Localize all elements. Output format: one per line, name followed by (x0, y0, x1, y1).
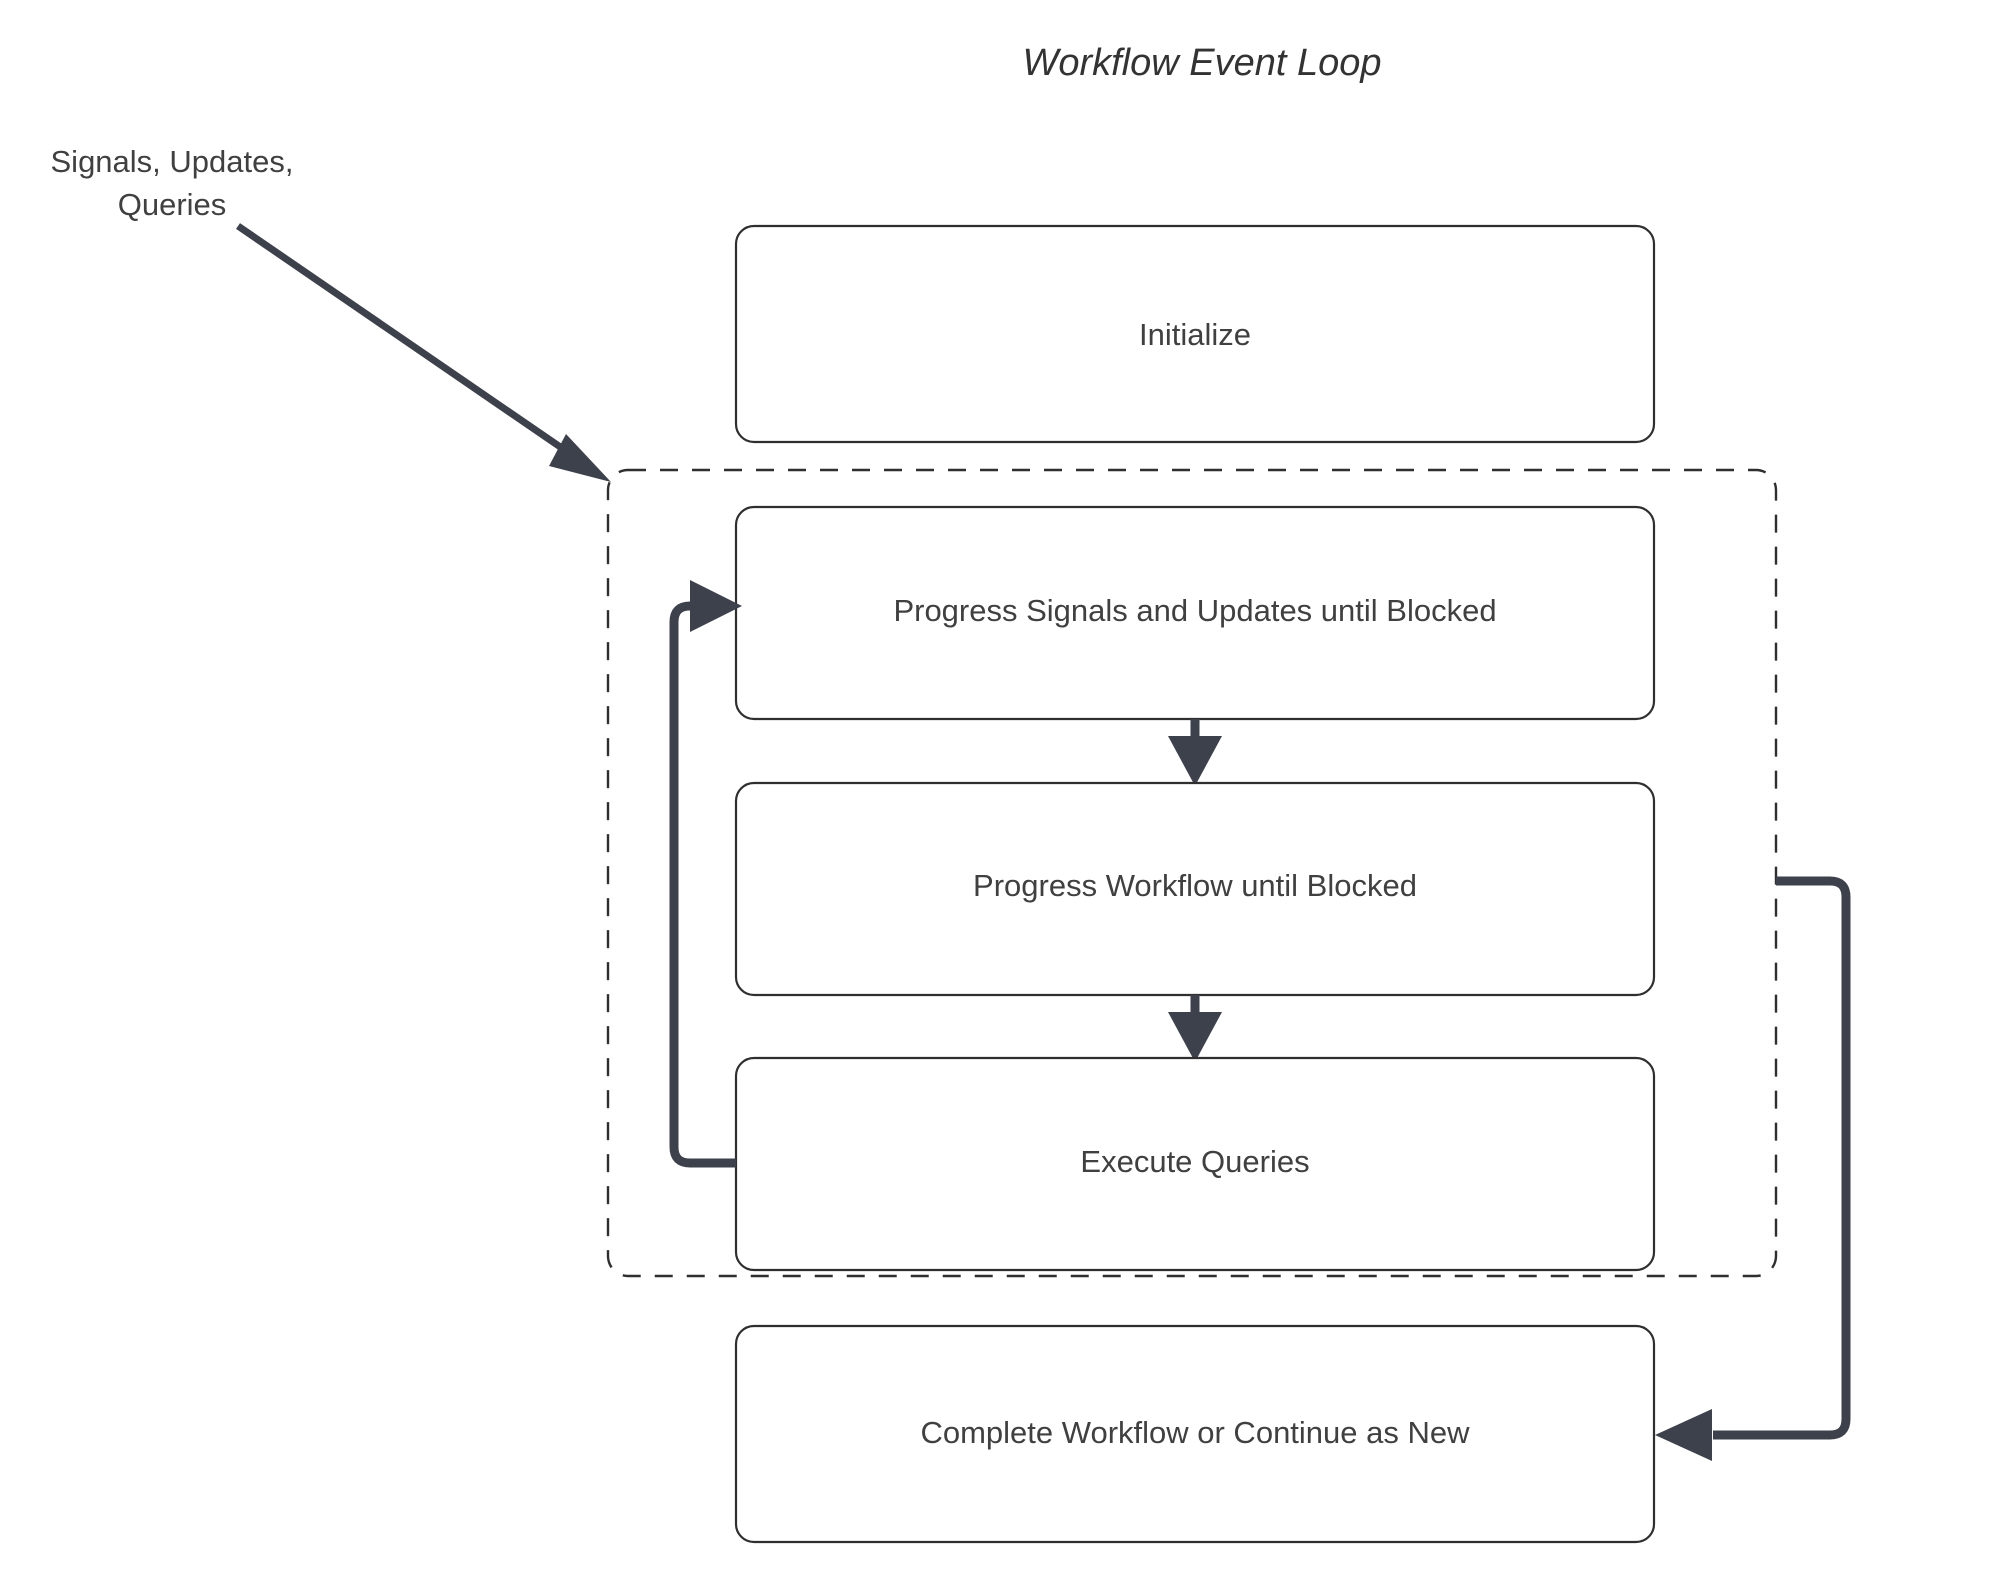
node-complete-workflow-label: Complete Workflow or Continue as New (920, 1415, 1470, 1450)
connector-loop-back (669, 580, 742, 1168)
node-complete-workflow-box (734, 1324, 1656, 1544)
connector-workflow-to-queries-arrowhead (1168, 1012, 1222, 1062)
node-progress-workflow-label: Progress Workflow until Blocked (973, 868, 1417, 903)
connector-signals-to-workflow (1168, 719, 1222, 786)
connector-workflow-to-queries (1168, 995, 1222, 1062)
node-initialize-label: Initialize (1139, 317, 1251, 352)
connector-signals-to-workflow-arrowhead (1168, 736, 1222, 786)
node-progress-workflow[interactable]: Progress Workflow until Blocked (734, 781, 1656, 997)
external-input-arrow (236, 223, 611, 482)
connector-loop-back-arrowhead (690, 580, 742, 632)
node-progress-signals[interactable]: Progress Signals and Updates until Block… (734, 505, 1656, 721)
connector-loop-exit (1655, 876, 1851, 1461)
node-initialize[interactable]: Initialize (734, 224, 1656, 444)
external-input-label-line2: Queries (118, 187, 227, 222)
diagram-title: Workflow Event Loop (1022, 42, 1381, 84)
node-execute-queries[interactable]: Execute Queries (734, 1056, 1656, 1272)
external-input-label-line1: Signals, Updates, (51, 144, 294, 179)
event-loop-group-container (606, 468, 1778, 1278)
connector-loop-exit-arrowhead (1655, 1409, 1712, 1461)
node-complete-workflow[interactable]: Complete Workflow or Continue as New (734, 1324, 1656, 1544)
node-execute-queries-label: Execute Queries (1080, 1144, 1309, 1179)
node-initialize-box (734, 224, 1656, 444)
external-input-arrowhead (549, 434, 611, 482)
node-progress-signals-label: Progress Signals and Updates until Block… (893, 593, 1496, 628)
